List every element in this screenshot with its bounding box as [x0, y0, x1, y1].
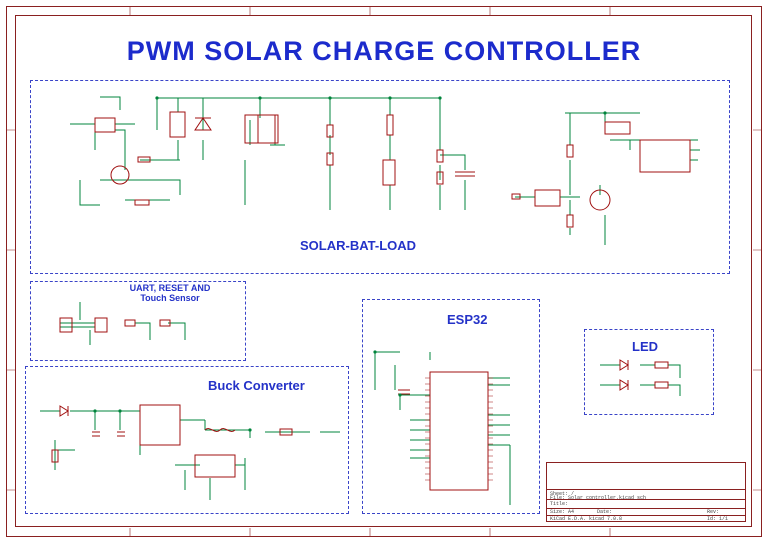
title-block-divider	[547, 499, 745, 500]
section-solar-bat-load	[30, 80, 730, 274]
title-block-divider	[547, 489, 745, 490]
title-block: Sheet: / File: Solar_controller.kicad_sc…	[546, 462, 746, 522]
title-block-kicad: KiCad E.D.A. kicad 7.0.8	[550, 516, 623, 522]
title-block-date: Date:	[597, 509, 613, 515]
sheet-border-inner	[15, 15, 752, 527]
title-block-title: Title:	[550, 501, 569, 507]
title-block-divider	[547, 508, 745, 509]
section-esp32-label: ESP32	[447, 312, 488, 327]
title-block-size: Size: A4	[550, 509, 575, 515]
section-buck	[25, 366, 349, 514]
title-block-sheet: Sheet: /	[550, 491, 575, 497]
section-solar-label: SOLAR-BAT-LOAD	[300, 238, 417, 253]
title-block-divider	[547, 515, 745, 516]
section-uart	[30, 281, 246, 361]
schematic-title: PWM SOLAR CHARGE CONTROLLER	[126, 36, 642, 66]
sheet-border-outer	[6, 6, 762, 537]
section-led-label: LED	[632, 339, 658, 354]
section-esp32	[362, 299, 540, 514]
title-block-rev: Rev:	[707, 509, 720, 515]
section-buck-label: Buck Converter	[208, 378, 305, 393]
title-block-file: File: Solar_controller.kicad_sch	[550, 495, 647, 501]
title-block-id: Id: 1/1	[707, 516, 729, 522]
section-led	[584, 329, 714, 415]
section-uart-label: UART, RESET AND Touch Sensor	[129, 283, 211, 303]
